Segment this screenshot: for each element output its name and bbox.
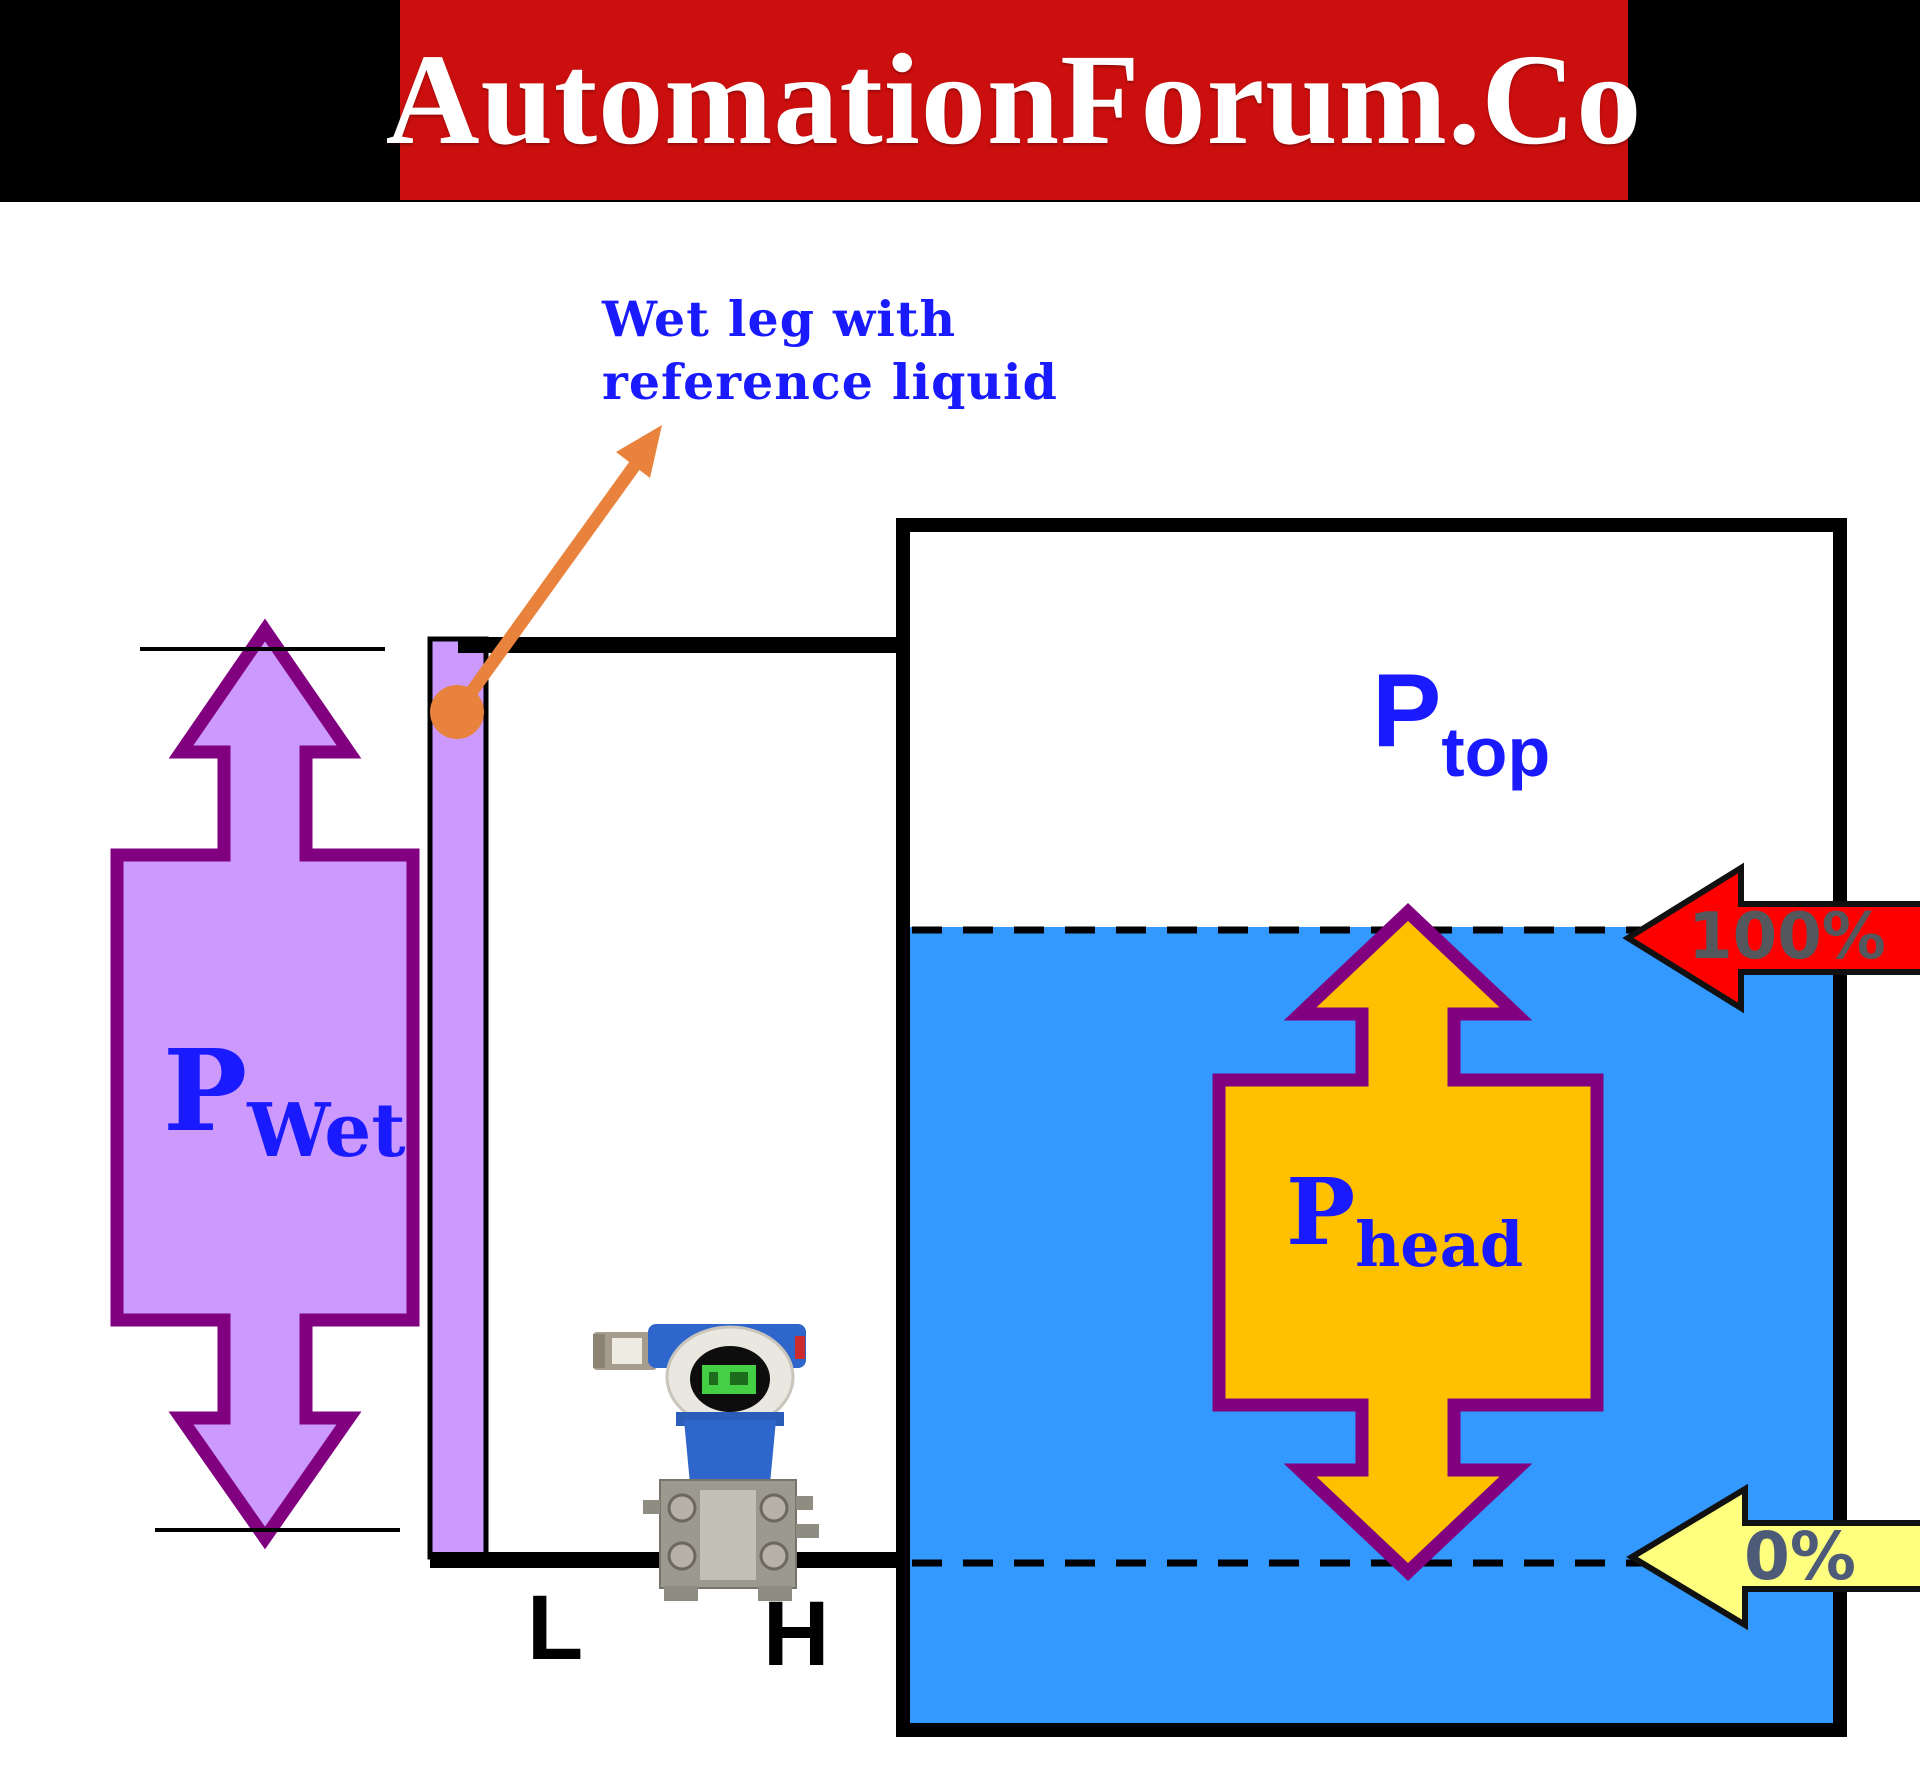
p-wet-symbol: P (163, 1026, 248, 1157)
brand-banner: AutomationForum.Co (386, 0, 1641, 200)
p-top-symbol: P (1372, 653, 1442, 769)
wet-leg-column (427, 636, 489, 1560)
p-top-label: Ptop (1372, 652, 1550, 791)
transmitter-side-nub-2 (796, 1524, 819, 1538)
p-head-label: Phead (1286, 1158, 1523, 1281)
level-0-arrow (1626, 1483, 1920, 1631)
transmitter-side-nub-1 (796, 1496, 813, 1510)
flange-bolt-br (759, 1541, 789, 1571)
site-title: AutomationForum.Co (385, 28, 1643, 172)
transmitter-foot-right (758, 1586, 792, 1601)
bottom-impulse-pipe-right (790, 1552, 908, 1568)
low-pressure-port-label: L (527, 1577, 584, 1679)
transmitter-conduit-thread (593, 1334, 605, 1368)
transmitter-flange-plate (700, 1490, 756, 1580)
bottom-impulse-pipe-left (430, 1552, 670, 1568)
level-100-label: 100% (1688, 900, 1886, 974)
transmitter-neck (684, 1420, 776, 1484)
wet-pressure-arrow (110, 618, 420, 1550)
transmitter-foot-left (664, 1586, 698, 1601)
header-bar: AutomationForum.Co (0, 0, 1920, 202)
p-top-subscript: top (1441, 713, 1551, 791)
annotation-arrow-line (451, 443, 654, 716)
top-impulse-pipe (458, 637, 906, 653)
wet-leg-annotation-line1: Wet leg with (602, 290, 957, 348)
transmitter-conduit-face (612, 1338, 642, 1364)
head-pressure-arrow (1212, 903, 1604, 1581)
lcd-percent-mark (730, 1372, 748, 1385)
p-wet-subscript: Wet (247, 1088, 406, 1174)
high-pressure-port-label: H (763, 1583, 830, 1685)
wet-leg-annotation-line2: reference liquid (602, 353, 1058, 411)
annotation-anchor-dot (430, 685, 484, 739)
p-head-symbol: P (1286, 1158, 1356, 1266)
flange-bolt-tr (759, 1493, 789, 1523)
flange-bolt-tl (667, 1493, 697, 1523)
transmitter-red-button (795, 1336, 805, 1359)
flange-bolt-bl (667, 1541, 697, 1571)
p-wet-label: PWet (163, 1026, 406, 1174)
annotation-arrowhead (616, 425, 662, 478)
p-head-subscript: head (1355, 1208, 1524, 1281)
lcd-digit-mark (709, 1372, 718, 1385)
wet-leg-annotation: Wet leg with reference liquid (602, 288, 1058, 414)
level-0-label: 0% (1743, 1518, 1857, 1595)
tank-outline (896, 518, 1847, 1737)
level-100-arrow (1622, 862, 1920, 1014)
transmitter-side-nub-3 (643, 1500, 660, 1514)
dp-transmitter-icon (593, 1324, 819, 1601)
